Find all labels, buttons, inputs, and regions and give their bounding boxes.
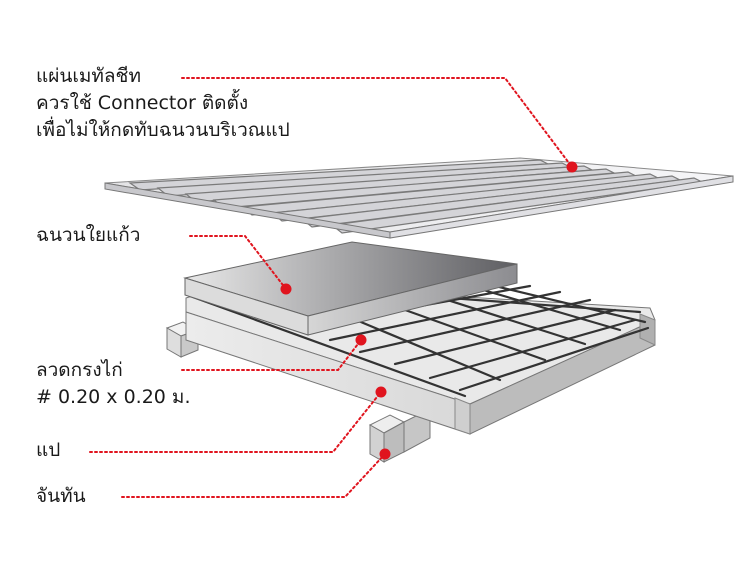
- leader-line-insulation: [189, 235, 287, 290]
- wire-mesh: [188, 268, 650, 398]
- label-purlin-text: แป: [36, 439, 61, 461]
- marker-dot-wire-mesh: [355, 334, 367, 346]
- leader-line-metal-sheet: [181, 77, 573, 168]
- corrugated-metal-sheet: [104, 157, 734, 239]
- label-purlin: แป: [36, 437, 60, 464]
- marker-dot-insulation: [280, 283, 292, 295]
- label-metal-sheet: แผ่นเมทัลชีท ควรใช้ Connector ติดตั้ง เพ…: [36, 63, 290, 144]
- label-rafter-text: จันทัน: [36, 485, 86, 507]
- marker-dot-metal-sheet: [566, 161, 578, 173]
- label-wire-mesh: ลวดกรงไก่ # 0.20 x 0.20 ม.: [36, 357, 191, 411]
- label-insulation-text: ฉนวนใยแก้ว: [36, 224, 141, 246]
- label-metal-sheet-line3: เพื่อไม่ให้กดทับฉนวนบริเวณแป: [36, 119, 290, 141]
- label-wire-mesh-line1: ลวดกรงไก่: [36, 359, 123, 381]
- marker-dot-purlin: [375, 386, 387, 398]
- marker-dot-rafter: [379, 448, 391, 460]
- label-rafter: จันทัน: [36, 483, 86, 510]
- label-metal-sheet-line1: แผ่นเมทัลชีท: [36, 65, 141, 87]
- leader-line-purlin: [89, 391, 382, 453]
- fiberglass-insulation-block: [183, 241, 518, 336]
- leader-line-rafter: [121, 453, 386, 498]
- leader-line-wire-mesh: [181, 339, 362, 371]
- label-wire-mesh-line2: # 0.20 x 0.20 ม.: [36, 386, 191, 408]
- label-metal-sheet-line2: ควรใช้ Connector ติดตั้ง: [36, 92, 249, 114]
- label-insulation: ฉนวนใยแก้ว: [36, 222, 140, 249]
